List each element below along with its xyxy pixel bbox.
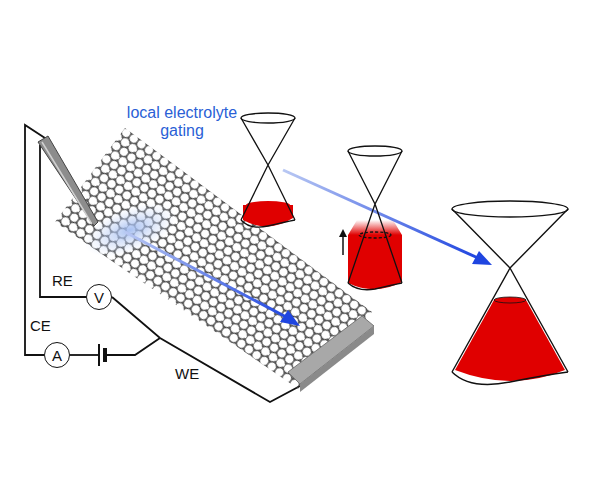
meter-circle: A: [44, 342, 70, 368]
meter-symbol: A: [52, 348, 62, 363]
meter-symbol: V: [94, 290, 104, 305]
annotation-label: local electrolyte gating: [122, 104, 242, 141]
electrode-label: WE: [175, 366, 199, 383]
electrode-label: CE: [30, 318, 51, 335]
electrode-label: RE: [52, 273, 73, 290]
meter-circle: V: [86, 284, 112, 310]
